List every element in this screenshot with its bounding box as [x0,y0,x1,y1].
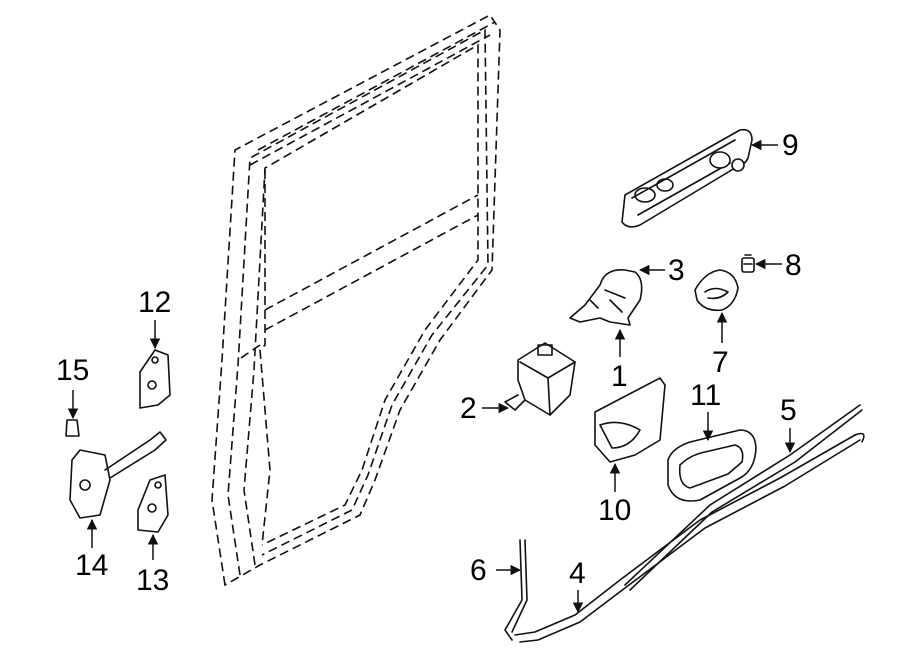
leader-lines [67,139,796,614]
control-module-part [504,342,576,416]
callout-9: 9 [782,129,799,162]
callout-2: 2 [460,392,477,425]
bolt-part [741,254,755,273]
callout-4: 4 [569,557,586,590]
callout-7: 7 [712,346,729,379]
lower-hinge-part [137,474,169,533]
door-check-part [69,431,167,519]
rod-part [504,539,528,641]
door-outline [211,13,501,587]
callout-3: 3 [668,254,685,287]
callout-5: 5 [780,394,797,427]
cable-part [514,404,865,643]
callout-13: 13 [136,564,169,597]
lock-actuator-part [569,268,643,326]
callout-1: 1 [611,360,628,393]
bushing-part [65,419,80,437]
upper-hinge-part [139,349,171,409]
callout-15: 15 [56,354,89,387]
callout-11: 11 [690,379,721,412]
callout-labels: 9 3 8 1 7 2 10 11 5 4 6 12 13 14 15 [56,129,802,597]
callout-14: 14 [75,549,108,582]
callout-8: 8 [785,249,802,282]
inside-handle-part [667,429,757,502]
callout-6: 6 [470,554,487,587]
outside-handle-part [621,128,753,228]
callout-12: 12 [138,286,171,319]
striker-part [694,269,739,312]
inside-handle-bezel-part [594,377,666,463]
callout-10: 10 [598,494,631,527]
